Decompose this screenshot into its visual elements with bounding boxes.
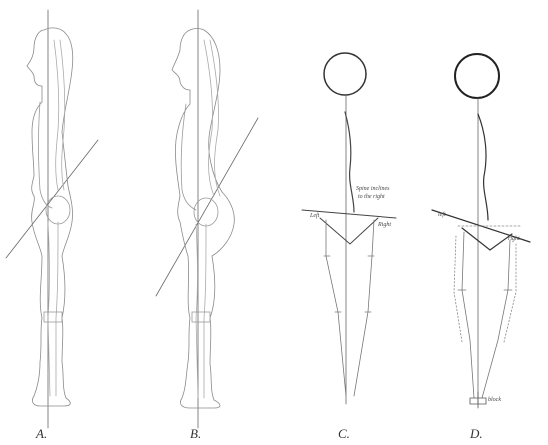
figure-b-drawing xyxy=(156,10,258,428)
figure-a-body-outline xyxy=(27,28,73,406)
figure-d-left-leg-dotted xyxy=(454,236,462,342)
figure-c-left-leg xyxy=(326,220,346,396)
figure-c-drawing xyxy=(302,53,396,404)
figure-a-pelvis-inclination-line xyxy=(6,140,98,258)
figure-d-block-label: block xyxy=(488,397,501,403)
figure-a-knee xyxy=(44,312,62,322)
figure-d-spine xyxy=(478,114,488,220)
figure-c-label: C. xyxy=(338,426,350,442)
figure-c-left-label: Left xyxy=(310,213,319,219)
figure-d-pelvis xyxy=(462,228,512,250)
figure-c-head xyxy=(324,53,366,95)
spine-note-line-1: Spine inclines xyxy=(356,186,390,192)
figure-c-pelvis xyxy=(320,218,378,244)
figure-b-spine-2 xyxy=(210,40,220,196)
spine-note-line-2: to the right xyxy=(358,194,385,200)
figure-c-right-label: Right xyxy=(378,222,391,228)
figure-a-hip-joint xyxy=(46,196,70,224)
figure-b-label: B. xyxy=(190,426,201,442)
figure-a-leg xyxy=(48,222,58,396)
figure-d-right-leg-dotted xyxy=(504,244,516,342)
figure-b-spine xyxy=(204,40,214,196)
figure-d-left-label: left xyxy=(438,212,446,218)
figure-b-pelvis-inclination-line xyxy=(156,118,258,296)
figure-d-right-label: right xyxy=(508,236,520,242)
figure-a-drawing xyxy=(6,10,98,428)
figure-b-leg xyxy=(196,224,206,398)
figure-a-spine xyxy=(54,40,59,190)
figure-c-right-leg xyxy=(354,220,374,396)
figure-a-label: A. xyxy=(36,426,47,442)
figure-d-head xyxy=(455,54,499,98)
figure-d-left-leg xyxy=(462,232,474,398)
figure-d-label: D. xyxy=(470,426,483,442)
figure-b-body-outline xyxy=(172,29,234,409)
figure-b-knee xyxy=(192,312,210,322)
figure-a-arm xyxy=(39,102,53,208)
figure-d-right-leg xyxy=(482,240,510,398)
figure-b-arm xyxy=(181,104,196,210)
figure-d-drawing xyxy=(432,54,530,408)
